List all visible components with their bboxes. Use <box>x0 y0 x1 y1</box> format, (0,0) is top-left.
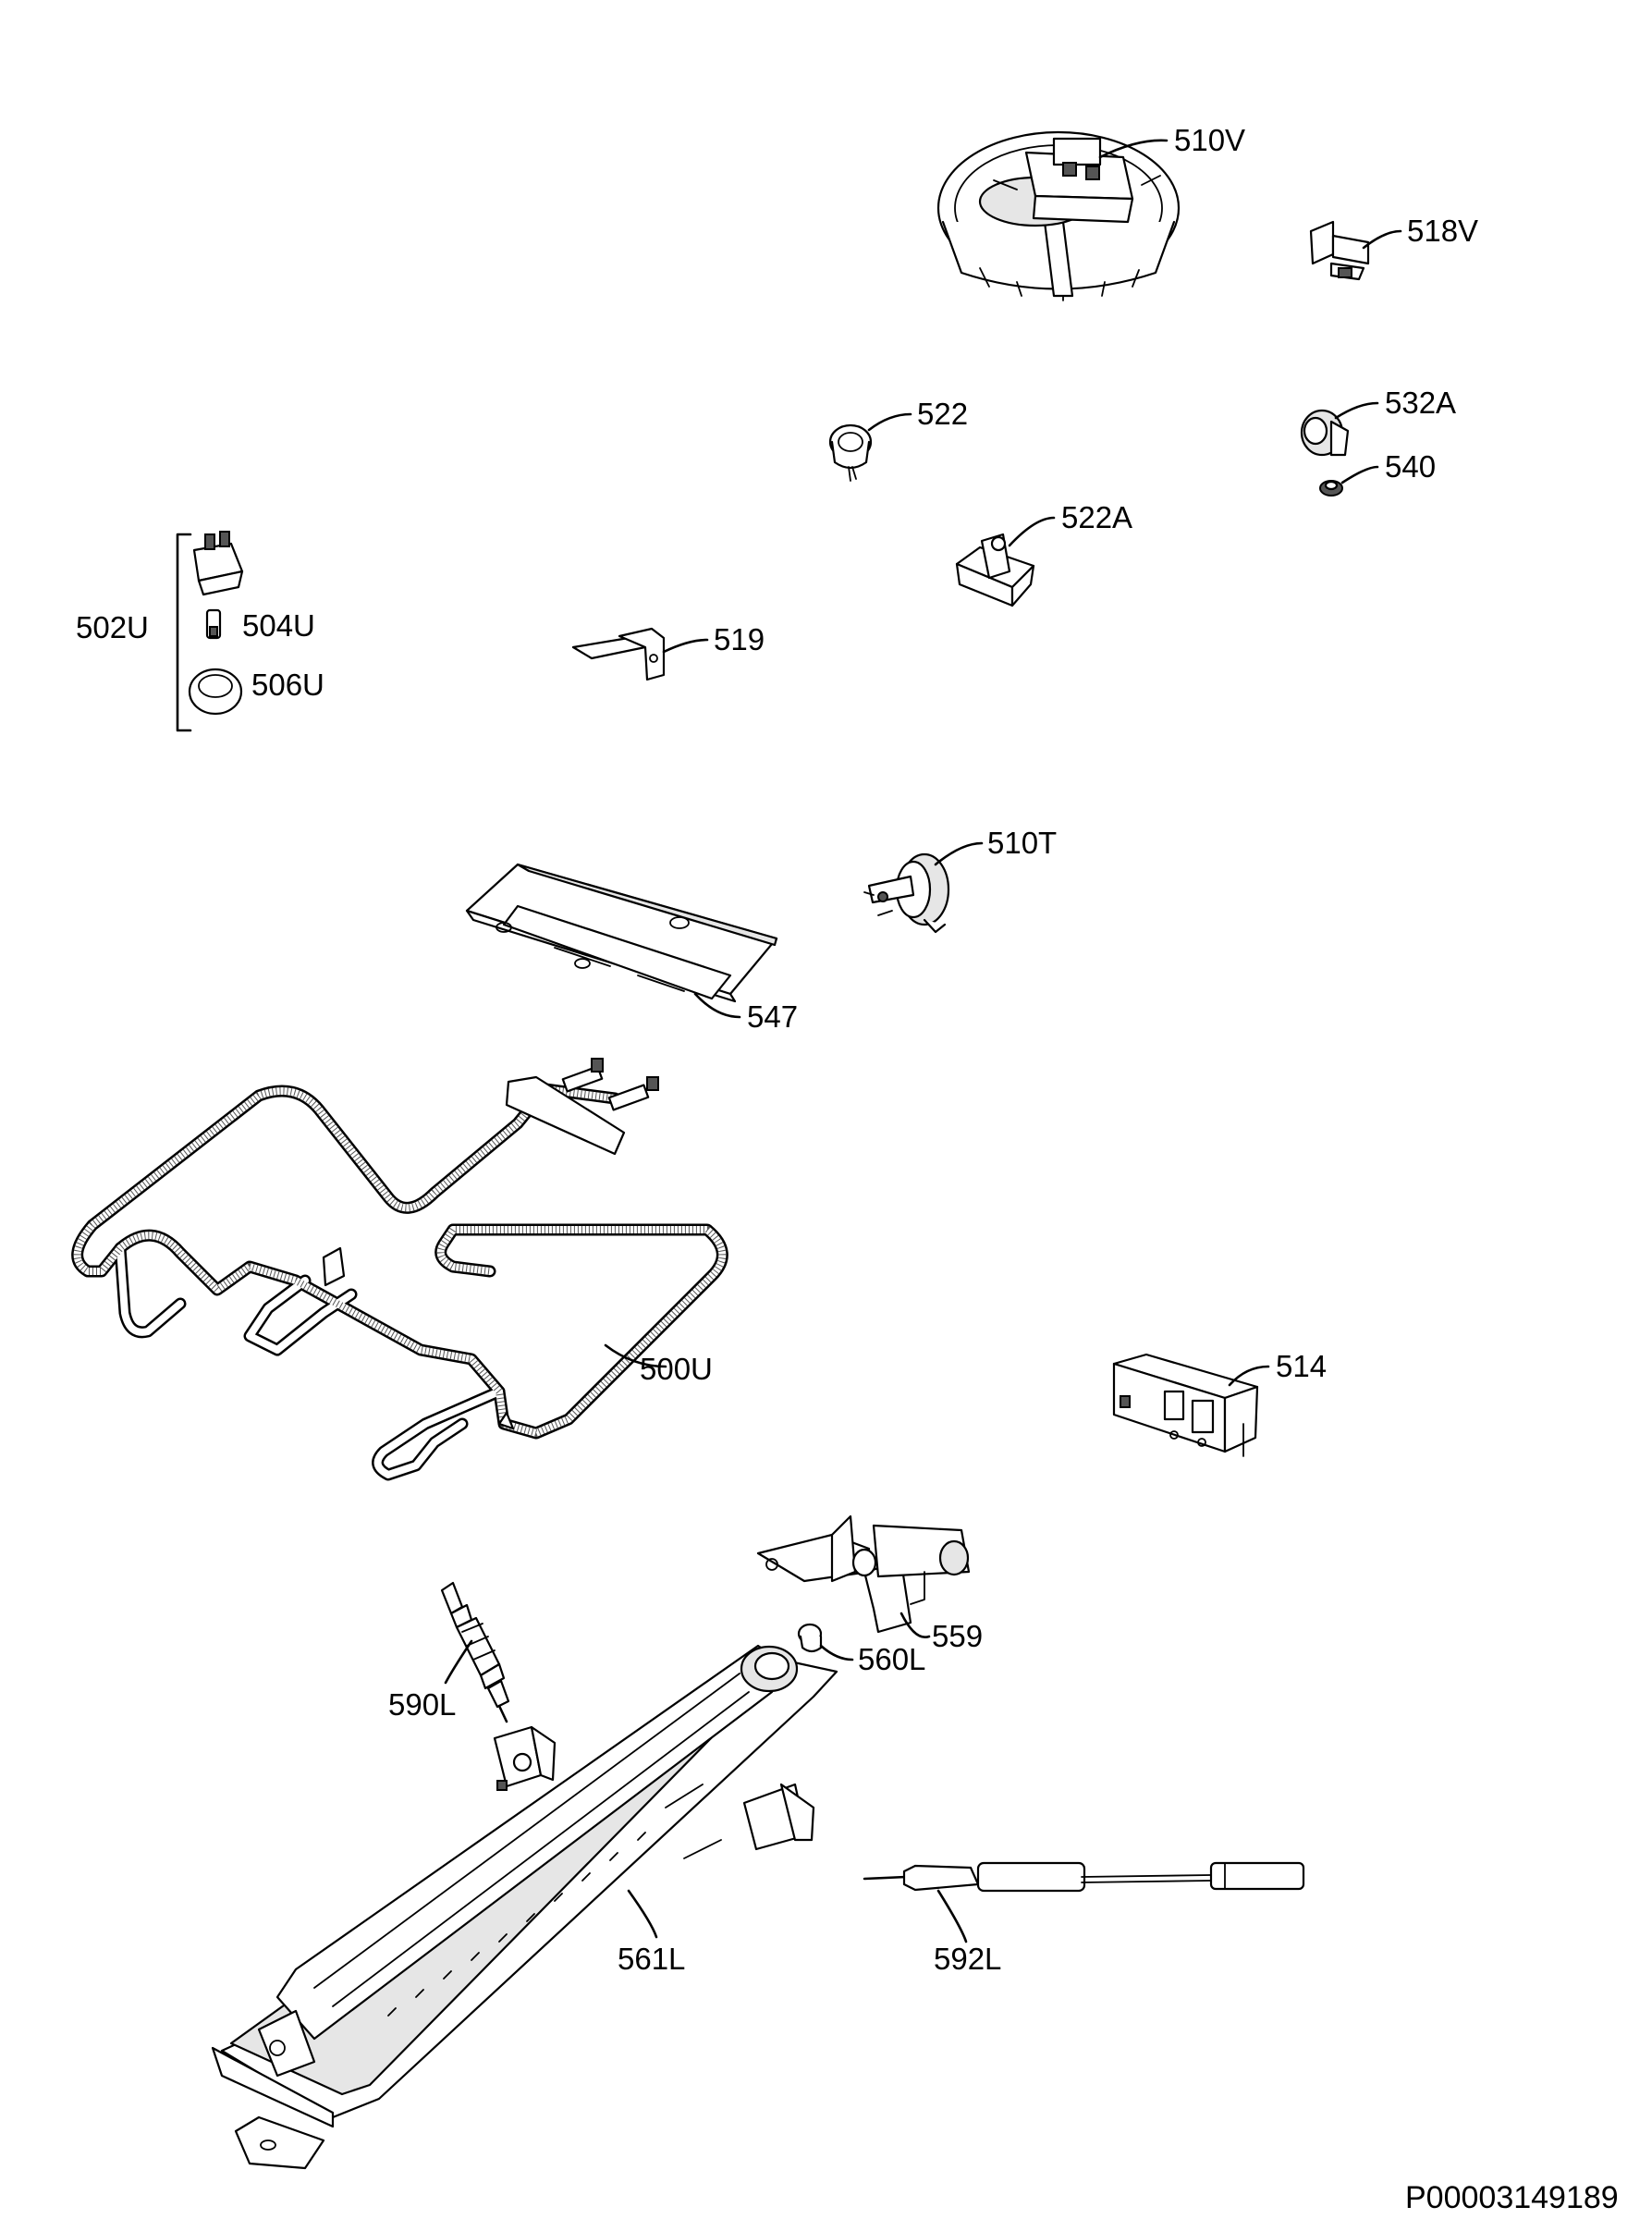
leader-540 <box>1340 465 1379 484</box>
label-502u: 502U <box>76 610 149 644</box>
part-510t-thermostat <box>863 852 950 934</box>
label-506u: 506U <box>251 668 324 702</box>
leader-522a <box>1008 516 1056 547</box>
label-590l: 590L <box>388 1687 456 1722</box>
label-519: 519 <box>714 622 765 656</box>
part-560l-injector <box>797 1623 823 1653</box>
label-500u: 500U <box>640 1352 713 1386</box>
bracket-502u-group <box>176 533 192 732</box>
part-506u-glass-cover <box>188 668 243 716</box>
leader-518v <box>1362 229 1402 250</box>
part-592l-thermocouple <box>863 1861 1305 1893</box>
part-540-seal <box>1319 480 1343 497</box>
label-559: 559 <box>932 1619 983 1653</box>
leader-514 <box>1228 1365 1270 1387</box>
leader-561l <box>627 1889 658 1939</box>
label-547: 547 <box>747 999 798 1034</box>
label-504u: 504U <box>242 608 315 643</box>
leader-560l <box>819 1644 854 1661</box>
part-561l-burner <box>211 1644 838 2170</box>
label-522: 522 <box>917 397 968 431</box>
label-540: 540 <box>1385 449 1436 484</box>
label-592l: 592L <box>934 1942 1001 1976</box>
leader-500u <box>604 1343 667 1368</box>
leader-522 <box>867 412 912 432</box>
leader-592l <box>936 1889 968 1943</box>
leader-510v <box>1098 139 1169 159</box>
label-514: 514 <box>1276 1349 1327 1383</box>
label-560l: 560L <box>858 1642 925 1676</box>
part-518v-bracket <box>1309 220 1370 281</box>
label-522a: 522A <box>1061 500 1132 534</box>
part-500u-heating-element <box>71 1058 728 1481</box>
part-504u-bulb <box>205 608 222 640</box>
part-519-bracket <box>571 627 666 681</box>
leader-532a <box>1334 401 1379 420</box>
label-532a: 532A <box>1385 386 1456 420</box>
document-id: P00003149189 <box>1405 2180 1619 2215</box>
part-502u-lamp-assembly <box>192 531 244 596</box>
part-547-heat-shield <box>465 863 778 1003</box>
label-510v: 510V <box>1174 123 1245 157</box>
label-518v: 518V <box>1407 214 1478 248</box>
part-522-lamp-holder <box>828 423 873 482</box>
part-559-gas-valve <box>756 1514 971 1634</box>
leader-590l <box>444 1639 473 1685</box>
leader-519 <box>662 638 709 654</box>
label-510t: 510T <box>987 826 1057 860</box>
leader-510t <box>934 841 984 866</box>
part-510v-fan-motor <box>936 130 1181 301</box>
leader-547 <box>693 992 741 1019</box>
leader-559 <box>899 1612 931 1638</box>
label-561l: 561L <box>618 1942 685 1976</box>
part-514-ignition-module <box>1112 1353 1259 1457</box>
part-532a-lamp-cover <box>1300 409 1350 457</box>
part-522a-lamp <box>955 533 1035 607</box>
